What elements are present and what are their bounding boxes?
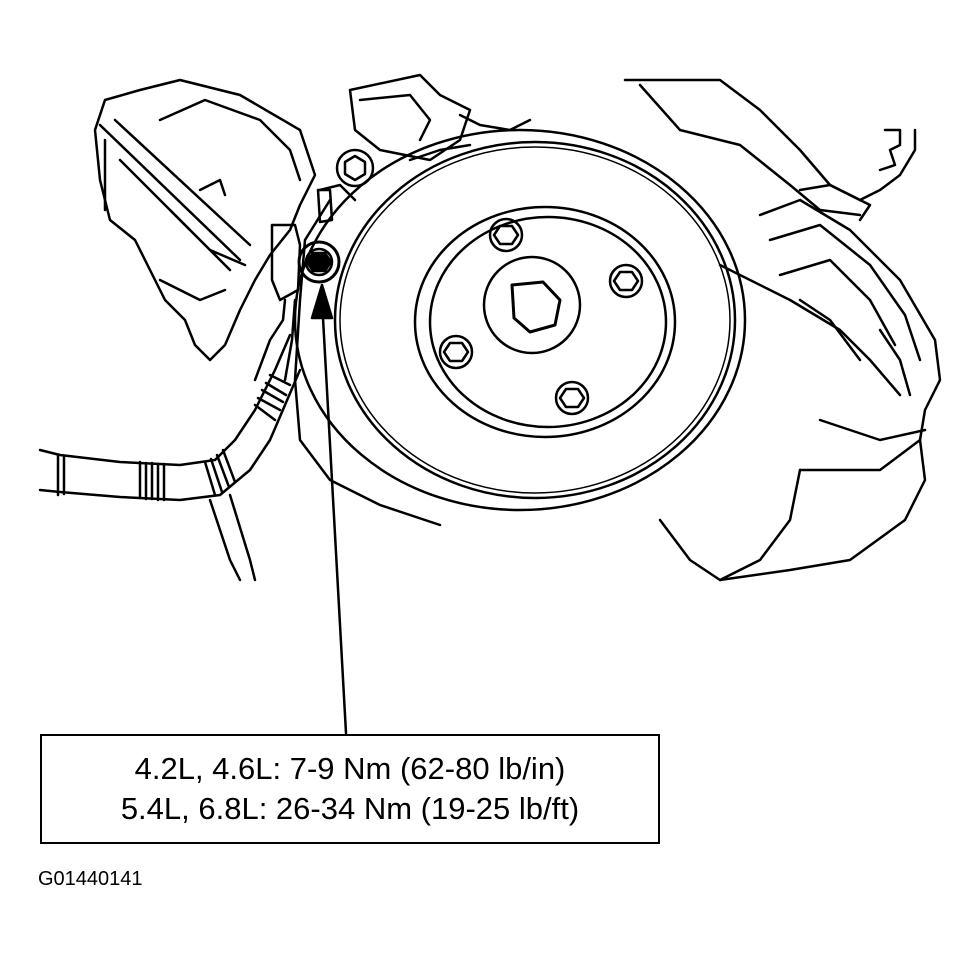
hub-bolt [488, 217, 524, 253]
torque-callout-leader [310, 283, 348, 735]
torque-spec-line-1: 4.2L, 4.6L: 7-9 Nm (62-80 lb/in) [134, 751, 566, 786]
upper-right-structure [623, 78, 917, 222]
hub-bolt [554, 380, 590, 416]
lower-right-housing [658, 438, 927, 582]
hub-bolt [438, 334, 474, 370]
upper-bracket [335, 73, 472, 188]
crankshaft-pulley [293, 128, 747, 512]
sensor-bracket [253, 188, 334, 382]
hub-bolt [608, 263, 644, 299]
figure-id-label: G01440141 [38, 868, 143, 890]
torque-spec-line-2: 5.4L, 6.8L: 26-34 Nm (19-25 lb/ft) [120, 791, 580, 826]
right-component [718, 198, 942, 472]
torque-spec-callout: 4.2L, 4.6L: 7-9 Nm (62-80 lb/in) 5.4L, 6… [40, 734, 660, 844]
engine-housing [93, 78, 317, 362]
sensor-bolt [297, 240, 341, 284]
wire-harness [38, 333, 302, 582]
